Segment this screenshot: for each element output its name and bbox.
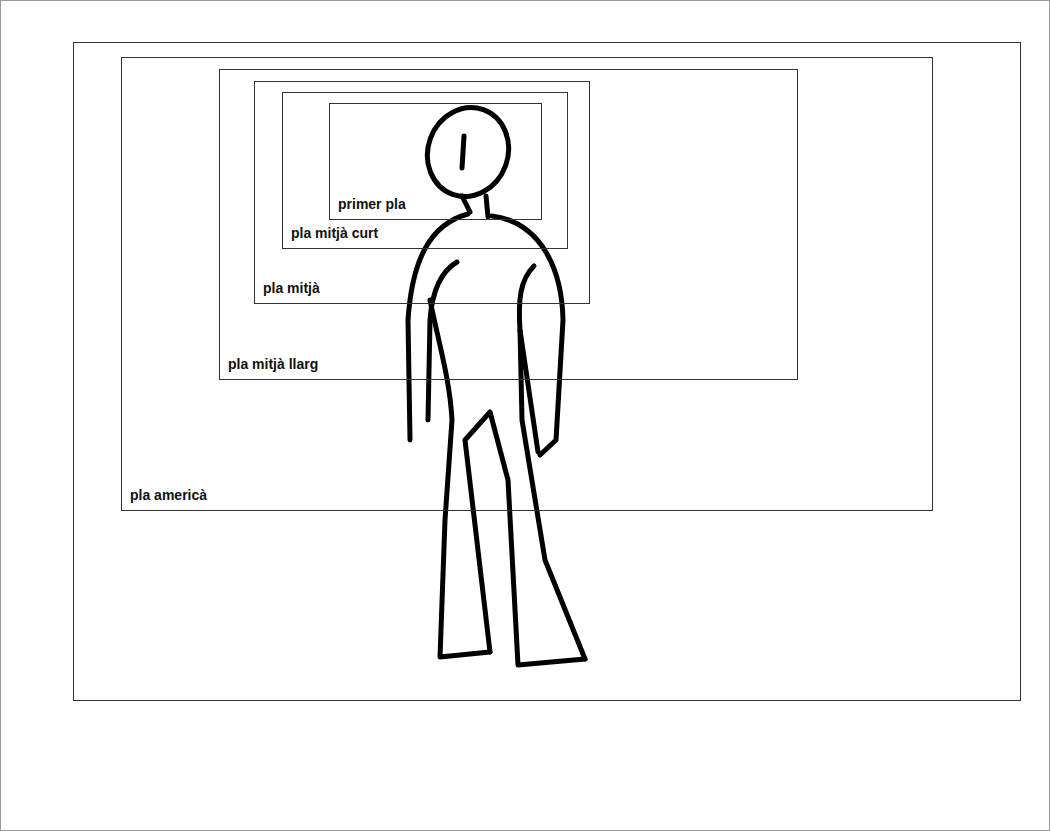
shot-frame-box: pla mitjà llarg pla mitjà pla mitjà curt pr… [219, 69, 798, 380]
shot-frame-box: pla mitjà curt primer pla [282, 92, 568, 249]
shot-label: primer pla [338, 196, 406, 212]
shot-frame-box: pla americàpla mitjà llargpla mitjàpla m… [121, 57, 933, 511]
stick-figure [408, 96, 585, 665]
shot-frame-box: primer pla [329, 103, 542, 220]
full-shot-frame [74, 43, 1021, 701]
shot-frame-box: pla mitjà pla mitjà curt primer pla [254, 81, 590, 304]
shot-label: pla americà [130, 487, 207, 503]
shot-label: pla mitjà [263, 280, 320, 296]
shot-label: pla mitjà curt [291, 225, 378, 241]
shot-label: pla mitjà llarg [228, 356, 318, 372]
